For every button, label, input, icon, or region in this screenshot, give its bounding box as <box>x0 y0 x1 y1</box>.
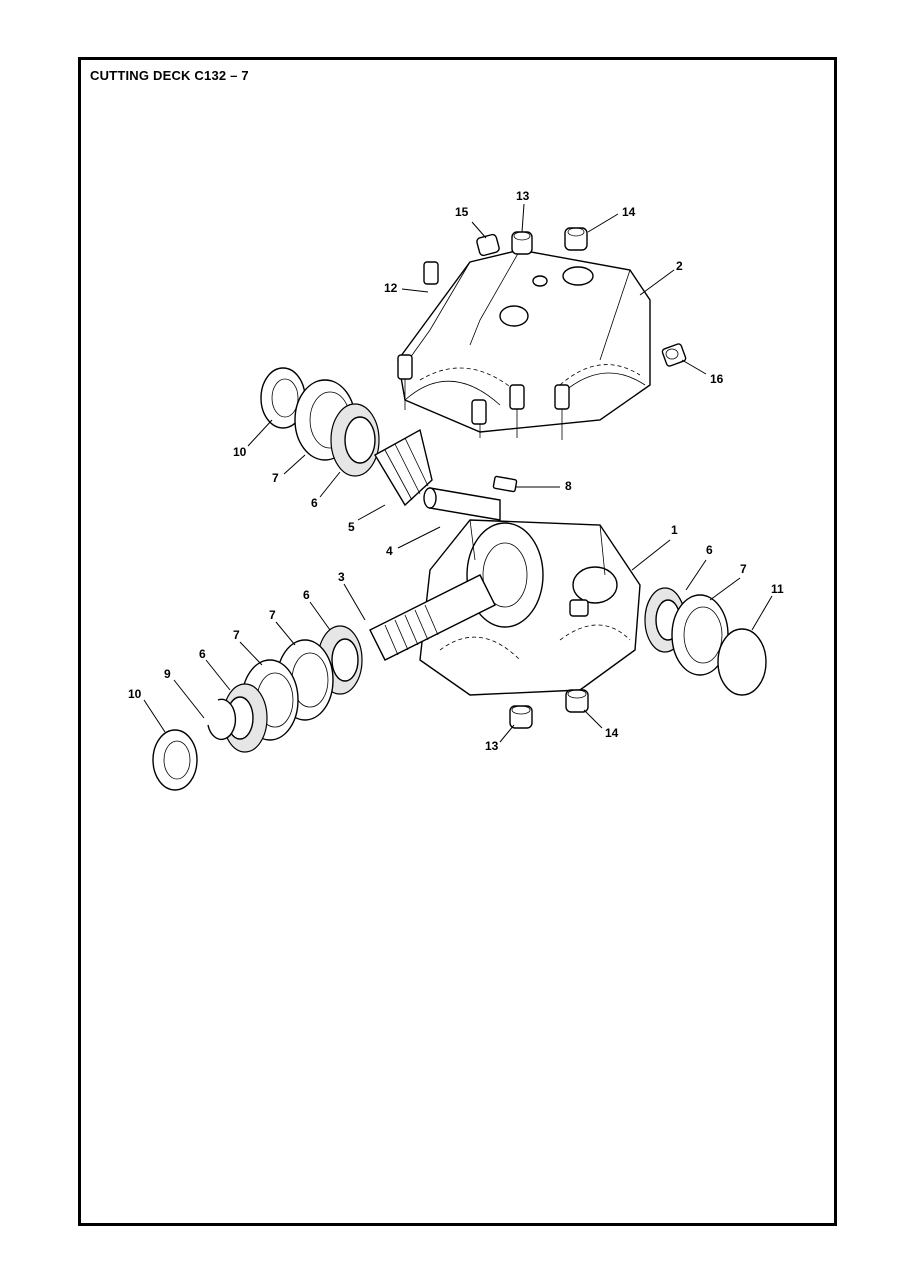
callout-5: 5 <box>348 520 355 534</box>
callout-6-mid: 6 <box>303 588 310 602</box>
callout-14-bottom: 14 <box>605 726 619 740</box>
callout-7-upper: 7 <box>272 471 279 485</box>
snap-ring-9 <box>207 698 237 741</box>
callout-6-upper: 6 <box>311 496 318 510</box>
page-title: CUTTING DECK C132 – 7 <box>90 68 249 83</box>
callout-7-lower: 7 <box>233 628 240 642</box>
callout-1: 1 <box>671 523 678 537</box>
callout-16: 16 <box>710 372 724 386</box>
plug-14-top <box>564 227 588 251</box>
callout-13-bottom: 13 <box>485 739 499 753</box>
upper-housing-cover <box>397 249 651 440</box>
leader-lines <box>143 203 773 743</box>
callout-3: 3 <box>338 570 345 584</box>
callout-7-mid: 7 <box>269 608 276 622</box>
cap-11 <box>717 628 767 696</box>
plug-15 <box>476 233 500 257</box>
page-frame <box>78 57 837 1226</box>
callout-15: 15 <box>455 205 469 219</box>
output-shaft-3 <box>369 574 496 661</box>
callout-7-right: 7 <box>740 562 747 576</box>
pinion-gear-5 <box>374 428 433 507</box>
callout-6-lower: 6 <box>199 647 206 661</box>
input-shaft-4 <box>423 487 501 521</box>
bushing-13-top <box>511 231 533 255</box>
callout-11: 11 <box>771 582 784 596</box>
callout-8: 8 <box>565 479 572 493</box>
seal-10-lower <box>152 729 198 791</box>
callout-10-upper: 10 <box>233 445 247 459</box>
callout-13-top: 13 <box>516 189 530 203</box>
key-8 <box>492 475 518 493</box>
callout-6-right: 6 <box>706 543 713 557</box>
callout-4: 4 <box>386 544 393 558</box>
callout-10-lower: 10 <box>128 687 142 701</box>
callout-9: 9 <box>164 667 171 681</box>
bearing-cone-6-upper <box>330 403 380 477</box>
callout-labels: 15 13 14 2 12 16 10 7 6 5 8 4 1 6 7 11 3… <box>128 189 784 753</box>
breather-16 <box>661 343 687 367</box>
callout-12: 12 <box>384 281 398 295</box>
plug-14-bottom <box>565 689 589 713</box>
bushing-13-bottom <box>509 705 533 729</box>
callout-2: 2 <box>676 259 683 273</box>
callout-14-top: 14 <box>622 205 636 219</box>
